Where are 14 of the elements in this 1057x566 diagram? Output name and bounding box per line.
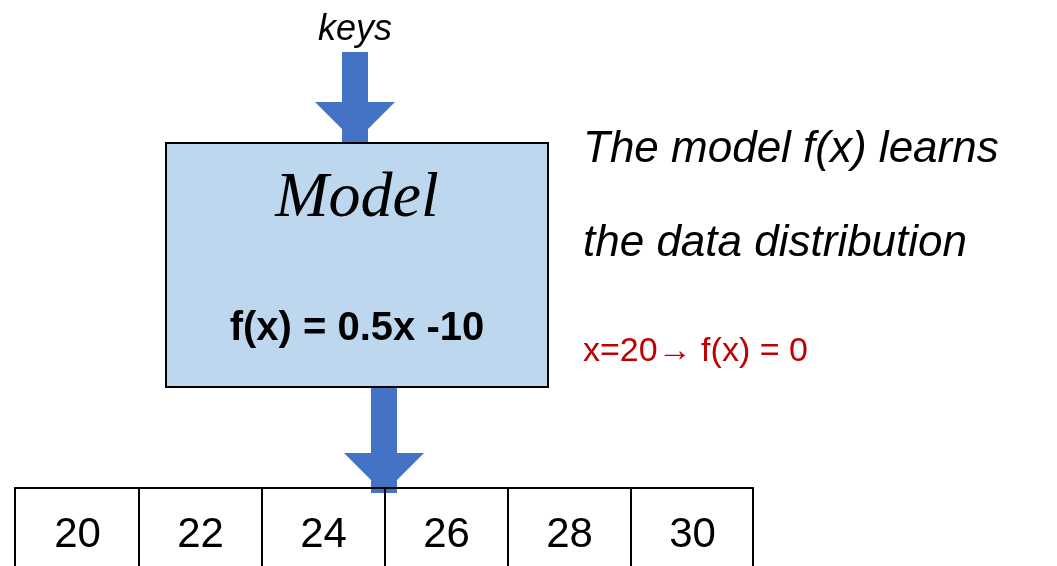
array-cell: 28: [512, 501, 627, 565]
block-arrow: [315, 52, 395, 142]
array-cell: 22: [143, 501, 258, 565]
array-box: [14, 487, 754, 566]
input-label: keys: [300, 4, 410, 52]
description-text: The model f(x) learns the data distribution: [583, 121, 1000, 267]
array-cell: 20: [20, 501, 135, 565]
model-title: Model: [275, 158, 439, 232]
array-cell: 24: [266, 501, 381, 565]
example-text: x=20→ f(x) = 0: [583, 329, 809, 370]
array-cell: 30: [635, 501, 750, 565]
model-formula: f(x) = 0.5x -10: [229, 304, 485, 349]
model-box: [165, 142, 549, 388]
array-cell: 26: [389, 501, 504, 565]
